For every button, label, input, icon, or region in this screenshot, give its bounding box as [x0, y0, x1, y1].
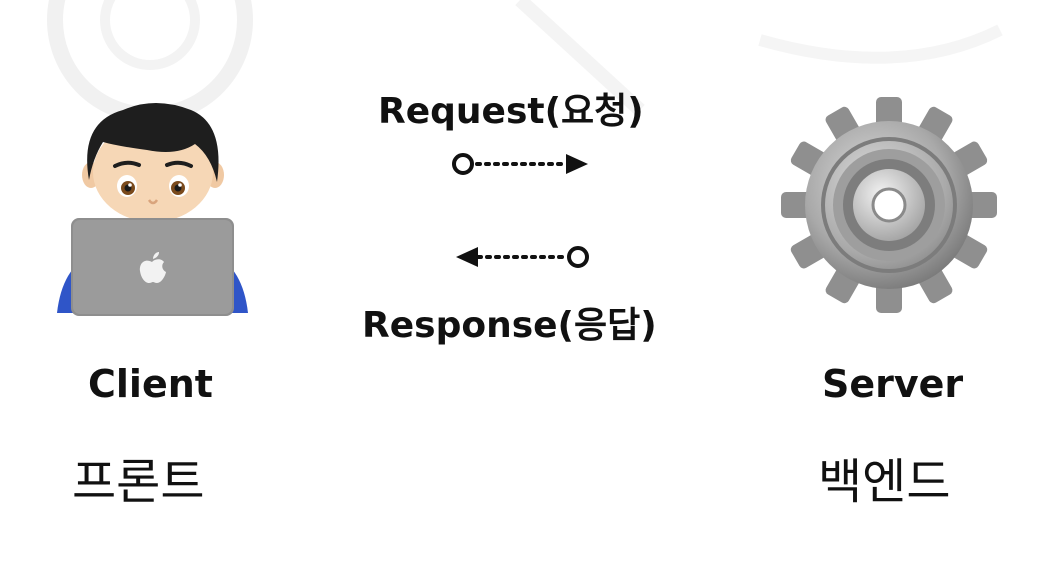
request-arrow: [452, 153, 588, 175]
response-label: Response(응답): [362, 305, 657, 346]
server-caption: 백엔드: [818, 454, 951, 510]
client-title: Client: [88, 362, 213, 406]
developer-with-laptop-icon: [57, 103, 248, 316]
request-label: Request(요청): [378, 91, 644, 132]
gear-icon: [781, 97, 997, 313]
server-title: Server: [822, 362, 964, 406]
response-arrow: [456, 246, 589, 268]
client-caption: 프론트: [72, 454, 205, 510]
